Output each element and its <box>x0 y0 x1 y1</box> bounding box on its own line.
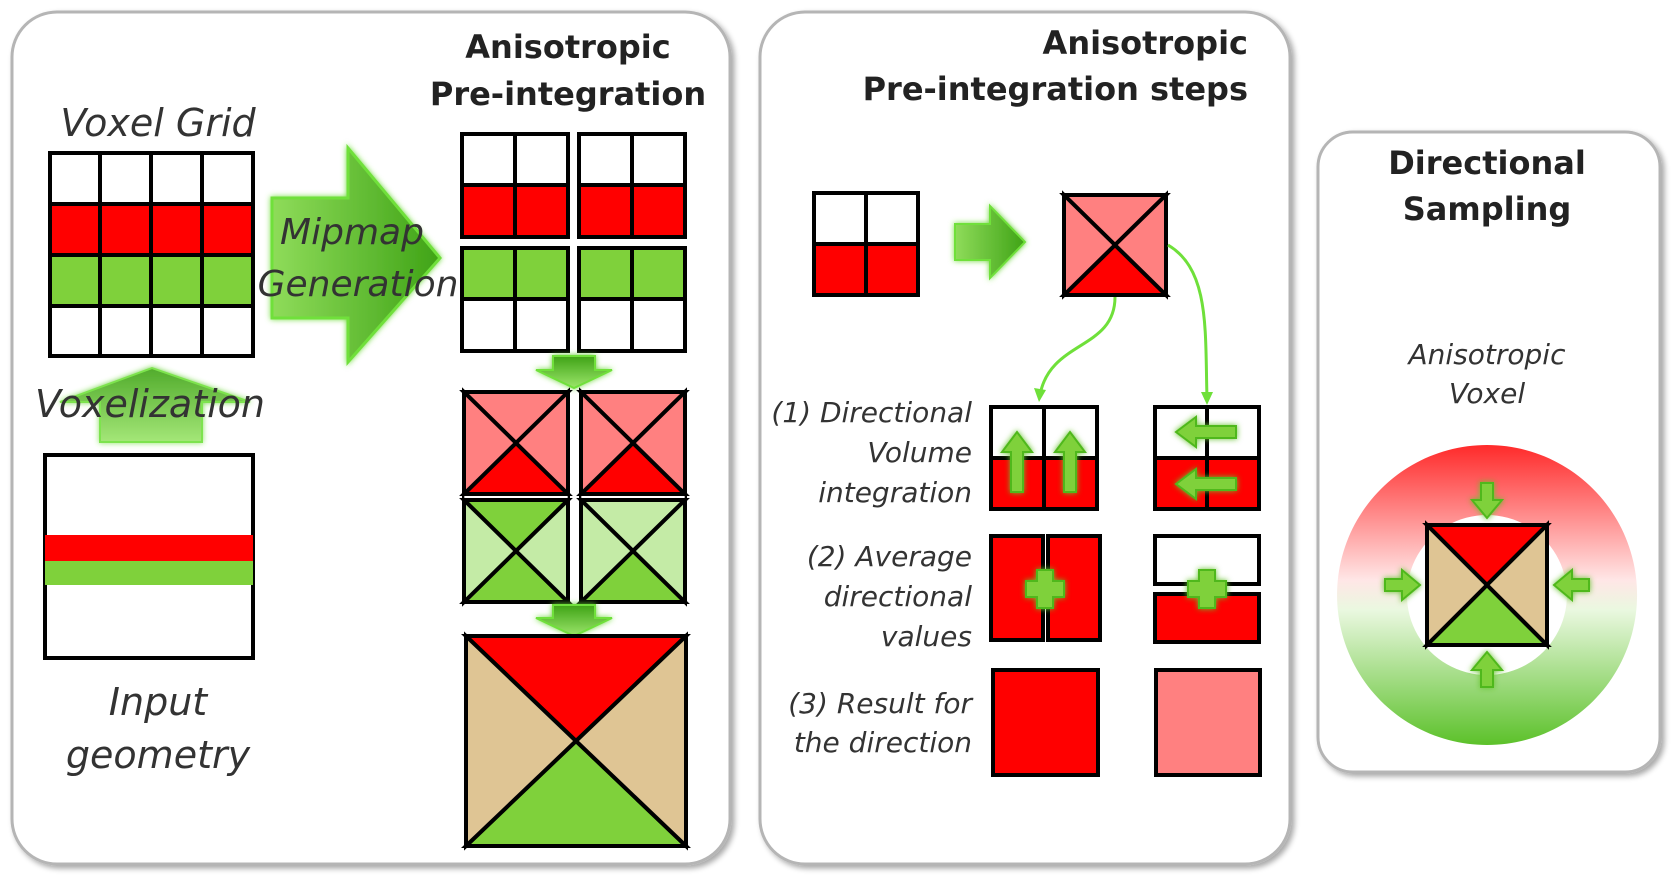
down-arrow-icon-2 <box>535 604 613 638</box>
step-x-box <box>1059 190 1171 300</box>
step-arrow-icon <box>954 203 1027 281</box>
up-arrow-icon <box>1000 430 1087 493</box>
connector-curve-right <box>1167 243 1209 399</box>
x-box-green-1 <box>459 495 573 607</box>
sampling-arrow-icons <box>1384 482 1590 688</box>
aniso-voxel-label-line2: Voxel <box>1449 377 1525 410</box>
step2-label-line3: values <box>881 620 972 653</box>
mip-grid-green-2 <box>577 246 687 353</box>
step2-vertical-halves <box>989 534 1102 642</box>
aniso-voxel-large <box>461 631 691 851</box>
step-input-grid <box>812 191 920 297</box>
input-geometry-label-line2: geometry <box>66 733 251 777</box>
mip-grid-red-1 <box>460 132 570 239</box>
mipmap-label-line2: Generation <box>258 264 459 305</box>
direction-ring <box>1337 445 1638 745</box>
connector-arrowhead-down <box>1034 388 1046 402</box>
step2-label-line2: directional <box>824 580 972 613</box>
aniso-voxel-small <box>1422 520 1552 650</box>
connector-curve-down <box>1038 296 1117 396</box>
x-box-green-2 <box>576 495 690 607</box>
x-box-red-2 <box>576 387 690 499</box>
step2-label-line1: (2) Average <box>807 540 972 573</box>
mip-grid-red-2 <box>577 132 687 239</box>
voxel-grid-label: Voxel Grid <box>60 101 256 145</box>
steps-title-line1: Anisotropic <box>1043 24 1248 62</box>
step3-result-light-red <box>1154 668 1262 777</box>
aniso-title-line2: Pre-integration <box>430 75 706 113</box>
input-geometry-box <box>43 453 255 660</box>
voxelization-arrow-icon <box>59 366 251 443</box>
down-arrow-icon <box>535 355 613 390</box>
step3-label-line1: (3) Result for <box>788 687 973 720</box>
steps-title-line2: Pre-integration steps <box>863 70 1248 108</box>
mip-grid-green-1 <box>460 246 570 353</box>
step1-label-line1: (1) Directional <box>771 396 972 429</box>
step1-horizontal-split <box>1153 405 1261 511</box>
step3-label-line2: the direction <box>794 726 972 759</box>
sampling-title-line2: Sampling <box>1403 190 1572 228</box>
step1-label-line3: integration <box>818 476 972 509</box>
step1-vertical-split <box>989 405 1099 511</box>
plus-icon <box>1025 569 1065 609</box>
step3-result-red <box>991 668 1100 777</box>
mipmap-label-line1: Mipmap <box>280 212 424 253</box>
aniso-voxel-label-line1: Anisotropic <box>1407 338 1567 371</box>
voxel-grid <box>48 151 255 358</box>
sampling-title-line1: Directional <box>1388 144 1586 182</box>
mipmap-arrow-icon <box>270 143 442 366</box>
x-box-red-1 <box>459 387 573 499</box>
aniso-title-line1: Anisotropic <box>465 28 670 66</box>
step1-label-line2: Volume <box>867 436 972 469</box>
plus-icon-2 <box>1187 569 1227 609</box>
connector-arrowhead-right <box>1201 392 1213 405</box>
input-geometry-label-line1: Input <box>109 680 209 724</box>
left-arrow-icon <box>1174 415 1237 501</box>
voxelization-label: Voxelization <box>35 382 265 426</box>
